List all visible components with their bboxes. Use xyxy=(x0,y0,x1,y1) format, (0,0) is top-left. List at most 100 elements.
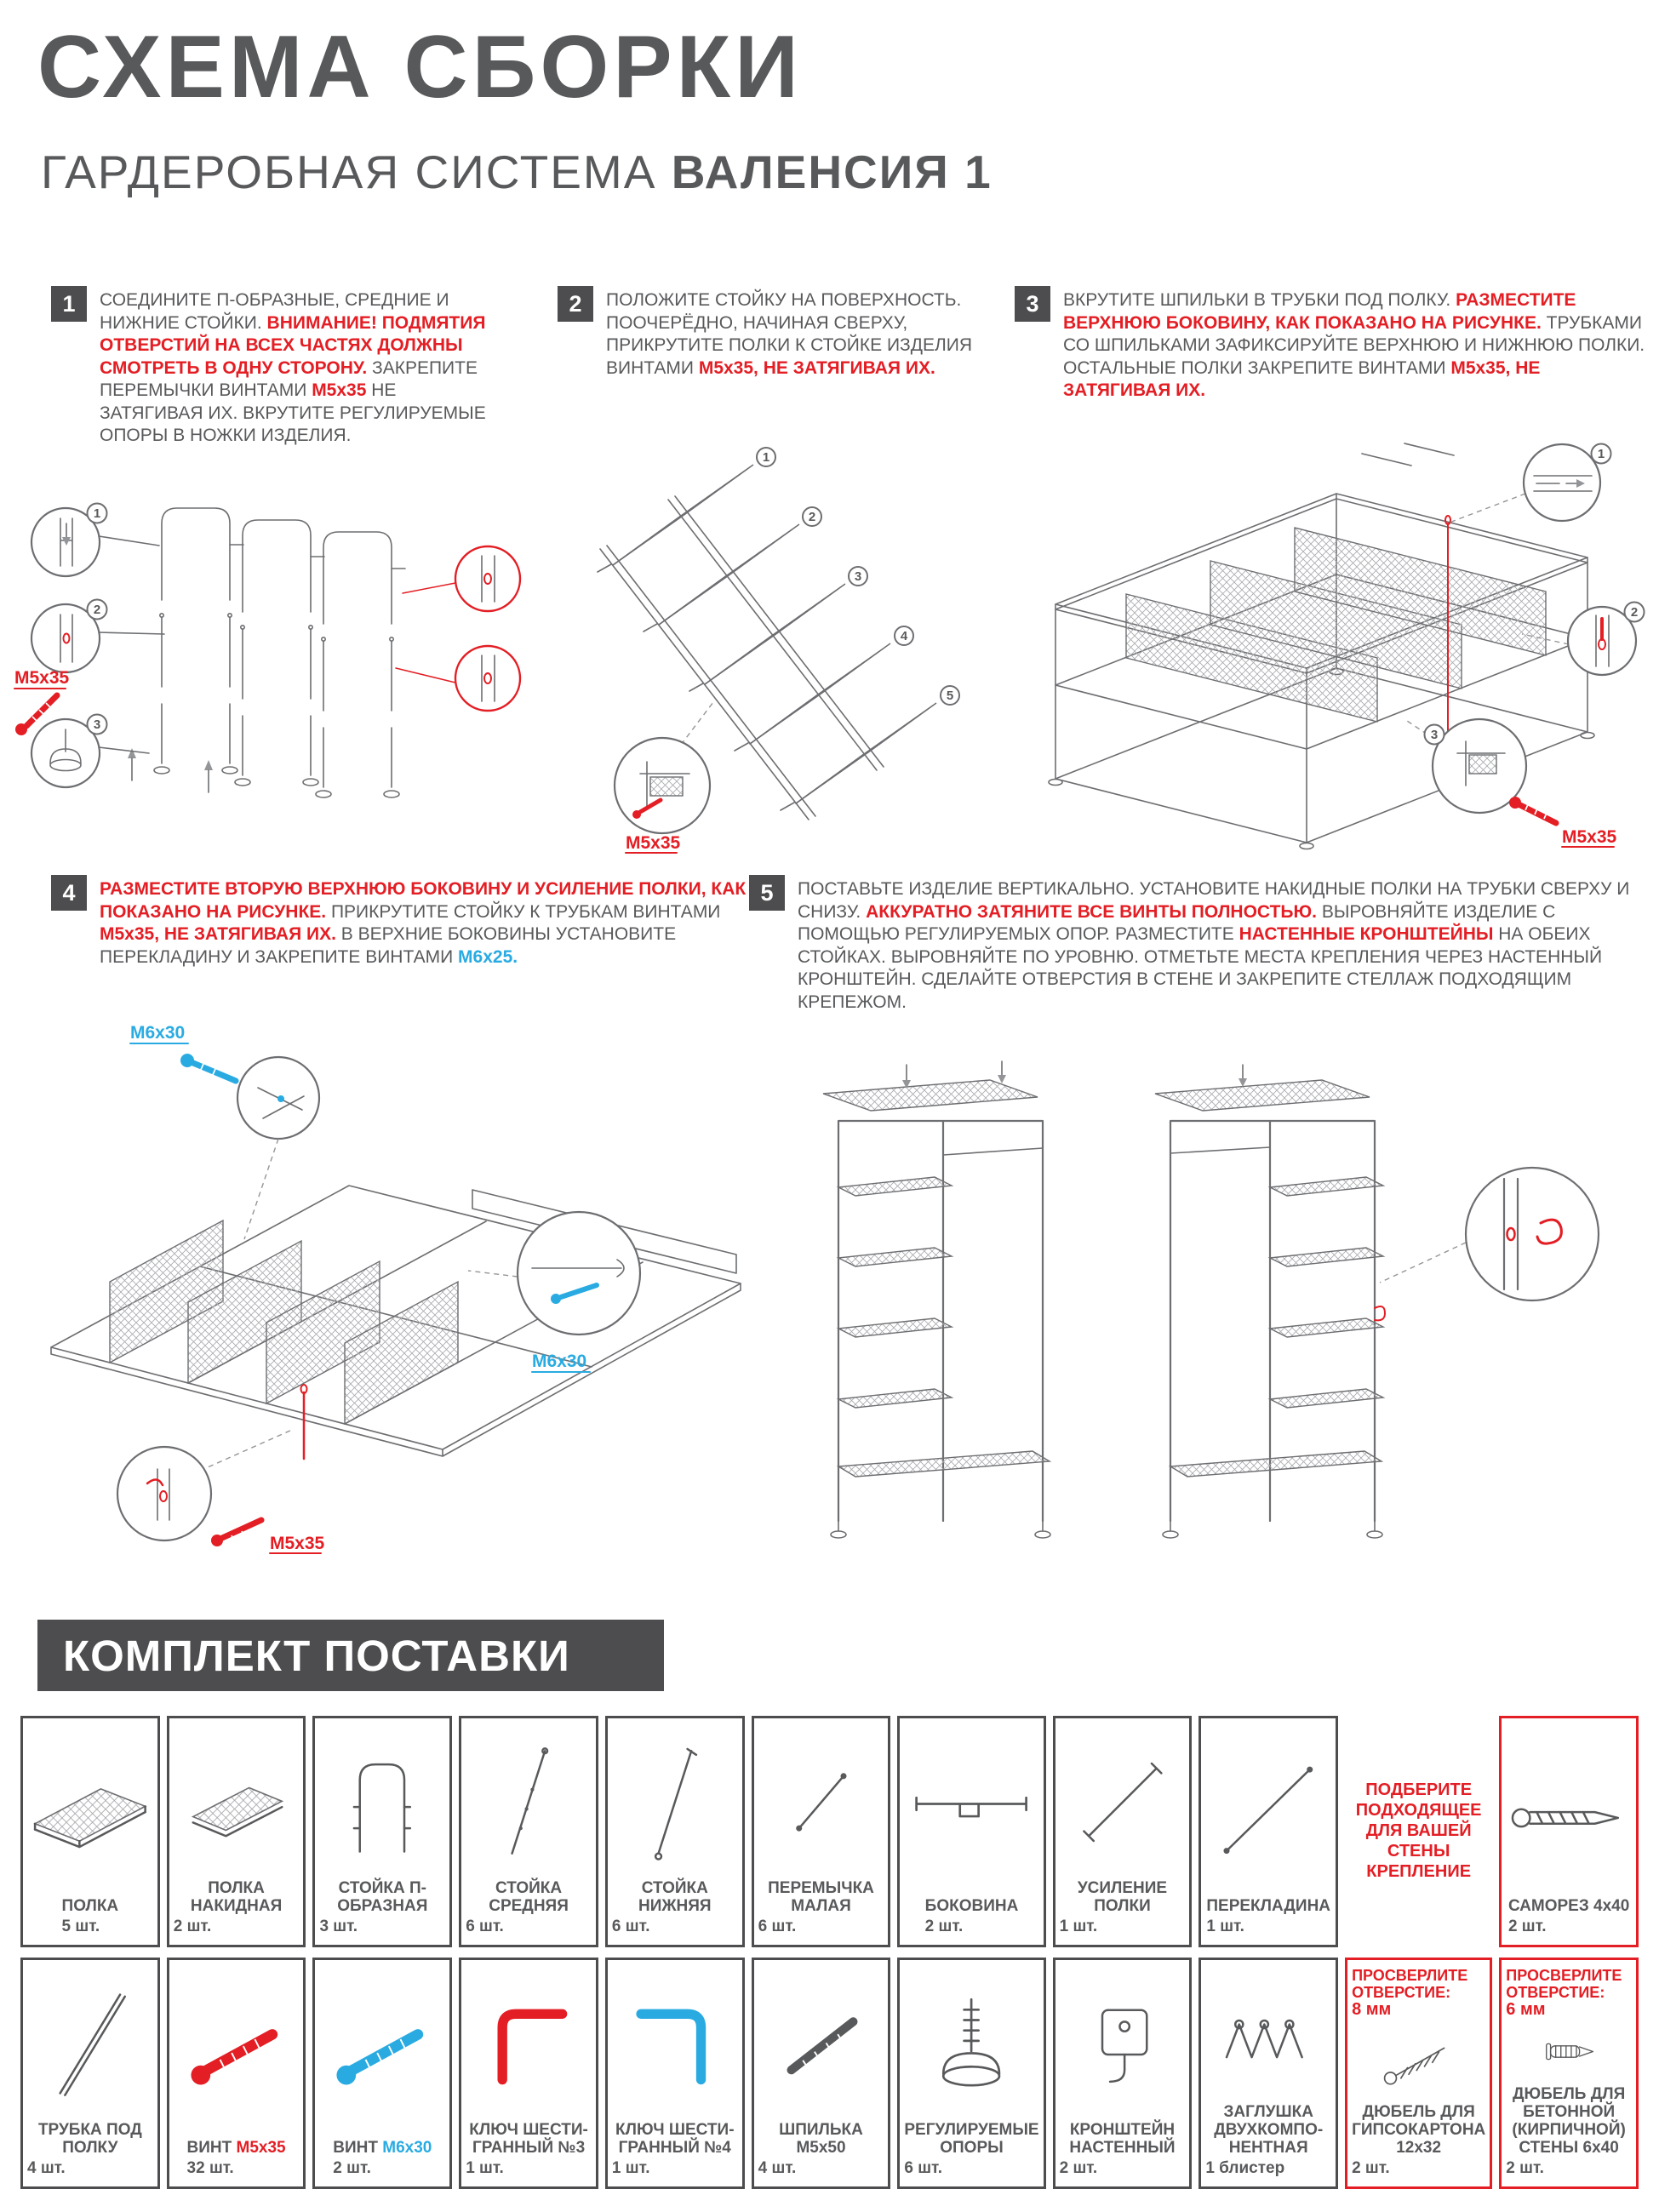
part-qty: 2 шт. xyxy=(173,1918,212,1935)
drill-label: ПРОСВЕРЛИТЕ ОТВЕРСТИЕ: xyxy=(1352,1967,1468,2001)
step-1-text: СОЕДИНИТЕ П-ОБРАЗНЫЕ, СРЕДНИЕ И НИЖНИЕ С… xyxy=(100,290,486,445)
shelf-icon xyxy=(33,1787,147,1849)
part-label: ТРУБКА ПОД ПОЛКУ 4 шт. xyxy=(27,2121,153,2178)
shelf-number: 5 xyxy=(947,689,953,703)
callout-number: 2 xyxy=(1631,605,1638,620)
part-label: ДЮБЕЛЬ ДЛЯ ГИПСОКАРТОНА 12х32 2 шт. xyxy=(1352,2103,1485,2178)
part-label: ПОЛКА 5 шт. xyxy=(62,1897,119,1936)
kit-part-crossrail: ПЕРЕКЛАДИНА 1 шт. xyxy=(1198,1716,1339,1947)
part-qty: 2 шт. xyxy=(333,2159,371,2177)
page-subtitle: ГАРДЕРОБНАЯ СИСТЕМА ВАЛЕНСИЯ 1 xyxy=(41,145,993,199)
shelf-number: 4 xyxy=(901,629,908,643)
part-name: СТОЙКА СРЕДНЯЯ xyxy=(489,1879,569,1915)
screw-label-m5x35: М5х35 xyxy=(626,833,681,853)
screw-label-m6x30: М6х30 xyxy=(130,1023,185,1043)
part-name: ДЮБЕЛЬ ДЛЯ ГИПСОКАРТОНА 12х32 xyxy=(1352,2103,1486,2157)
plug-blister-icon xyxy=(1226,2019,1304,2059)
kit-part-stud: ШПИЛЬКА М5х50 4 шт. xyxy=(751,1958,891,2189)
part-label: КЛЮЧ ШЕСТИ-ГРАННЫЙ №3 1 шт. xyxy=(466,2121,592,2178)
part-name: ПЕРЕКЛАДИНА xyxy=(1206,1897,1331,1915)
part-label: СТОЙКА П-ОБРАЗНАЯ 3 шт. xyxy=(319,1879,445,1936)
part-label: ПЕРЕМЫЧКА МАЛАЯ 6 шт. xyxy=(758,1879,884,1936)
m5x35-screw-red: М5х35 xyxy=(14,668,70,735)
part-name: ВИНТ М5х35 xyxy=(186,2139,286,2157)
callout-3-corner-screw: 3 xyxy=(1404,717,1528,814)
hole-alignment-callouts xyxy=(395,545,522,712)
step2-illustration: 1 2 3 4 5 М5х35 xyxy=(597,447,960,854)
standing-mesh-shelves xyxy=(109,1219,459,1426)
part-name: САМОРЕЗ 4х40 xyxy=(1507,1897,1630,1915)
kit-part-concrete-dowel: ПРОСВЕРЛИТЕ ОТВЕРСТИЕ: 6 мм ДЮБЕЛЬ ДЛЯ Б… xyxy=(1499,1958,1639,2189)
part-qty: 1 шт. xyxy=(1059,1918,1098,1935)
part-qty: 3 шт. xyxy=(319,1918,358,1935)
kit-part-lower-upright: СТОЙКА НИЖНЯЯ 6 шт. xyxy=(604,1716,745,1947)
callout-number: 1 xyxy=(1598,447,1605,461)
part-label: ВИНТ М5х35 32 шт. xyxy=(187,2139,286,2178)
step4-illustration: М6х30 М6х30 xyxy=(50,1023,741,1554)
kit-part-overlay-shelf: ПОЛКА НАКИДНАЯ 2 шт. xyxy=(166,1716,306,1947)
kit-title: КОМПЛЕКТ ПОСТАВКИ xyxy=(63,1631,570,1680)
part-name: ТРУБКА ПОД ПОЛКУ xyxy=(37,2121,142,2157)
callout-2-screw-hole: 2 xyxy=(30,598,165,674)
step-2-number-badge: 2 xyxy=(558,286,593,322)
part-label: ШПИЛЬКА М5х50 4 шт. xyxy=(758,2121,884,2178)
kit-part-middle-upright: СТОЙКА СРЕДНЯЯ 6 шт. xyxy=(459,1716,598,1947)
kit-grid: ПОЛКА 5 шт. ПОЛКА НАКИДНАЯ 2 шт. СТОЙКА … xyxy=(20,1716,1639,2189)
step-3-text: ВКРУТИТЕ ШПИЛЬКИ В ТРУБКИ ПОД ПОЛКУ. РАЗ… xyxy=(1063,290,1645,400)
page-title: СХЕМА СБОРКИ xyxy=(37,18,803,117)
screw-label-m5x35: М5х35 xyxy=(14,668,70,688)
kit-part-hex-key-3: КЛЮЧ ШЕСТИ-ГРАННЫЙ №3 1 шт. xyxy=(459,1958,598,2189)
u-frame-icon xyxy=(353,1763,412,1853)
part-name: РЕГУЛИРУЕМЫЕ ОПОРЫ xyxy=(904,2121,1039,2157)
step-3-number-badge: 3 xyxy=(1015,286,1050,322)
callout-3-foot: 3 xyxy=(30,713,150,789)
kit-part-side-panel: БОКОВИНА 2 шт. xyxy=(897,1716,1046,1947)
shelf-reinforcement-icon xyxy=(1082,1762,1163,1843)
overlay-shelf-icon xyxy=(191,1786,283,1838)
kit-part-adjustable-foot: РЕГУЛИРУЕМЫЕ ОПОРЫ 6 шт. xyxy=(897,1958,1046,2189)
part-name: КЛЮЧ ШЕСТИ-ГРАННЫЙ №4 xyxy=(615,2121,735,2157)
part-label: РЕГУЛИРУЕМЫЕ ОПОРЫ 6 шт. xyxy=(904,2121,1038,2178)
drill-note: ПРОСВЕРЛИТЕ ОТВЕРСТИЕ: 6 мм xyxy=(1506,1967,1632,2018)
shelves-fanned: 1 2 3 4 5 xyxy=(612,447,960,804)
lower-upright-icon xyxy=(654,1747,698,1860)
step-5-number-badge: 5 xyxy=(749,875,785,911)
screw-label-m6x30: М6х30 xyxy=(532,1352,586,1371)
callout-crossrail-screw: М6х30 xyxy=(467,1210,642,1373)
callout-screw-corner xyxy=(613,701,714,835)
kit-part-shelf-reinforcement: УСИЛЕНИЕ ПОЛКИ 1 шт. xyxy=(1052,1716,1193,1947)
kit-part-shelf-tube: ТРУБКА ПОД ПОЛКУ 4 шт. xyxy=(20,1958,160,2189)
small-crossbar-icon xyxy=(795,1773,847,1832)
part-label: ПОЛКА НАКИДНАЯ 2 шт. xyxy=(174,1879,300,1936)
crossrail-icon xyxy=(1223,1766,1313,1855)
kit-part-wood-screw: САМОРЕЗ 4х40 2 шт. xyxy=(1499,1716,1639,1947)
red-bolt-icon xyxy=(191,2029,277,2085)
step-1-header: 1 СОЕДИНИТЕ П-ОБРАЗНЫЕ, СРЕДНИЕ И НИЖНИЕ… xyxy=(51,286,487,448)
part-name: КРОНШТЕЙН НАСТЕННЫЙ xyxy=(1069,2121,1176,2157)
callout-number: 2 xyxy=(94,603,100,617)
callout-number: 3 xyxy=(1431,728,1438,742)
m5x35-screw-red: М5х35 xyxy=(625,833,681,854)
part-name: ШПИЛЬКА М5х50 xyxy=(779,2121,863,2157)
rack-right-drawing xyxy=(1154,1064,1387,1539)
step-5-text: ПОСТАВЬТЕ ИЗДЕЛИЕ ВЕРТИКАЛЬНО. УСТАНОВИТ… xyxy=(798,879,1630,1012)
callout-2-red-stud: 2 xyxy=(1521,601,1645,677)
drill-size: 8 мм xyxy=(1352,2000,1392,2019)
drill-size: 6 мм xyxy=(1506,2000,1546,2019)
drill-note: ПРОСВЕРЛИТЕ ОТВЕРСТИЕ: 8 мм xyxy=(1352,1967,1485,2018)
kit-part-plug-blister: ЗАГЛУШКА ДВУХКОМПО-НЕНТНАЯ 1 блистер xyxy=(1198,1958,1339,2189)
part-name: УСИЛЕНИЕ ПОЛКИ xyxy=(1077,1879,1168,1915)
shelf-tube-icon xyxy=(59,1993,127,2096)
screw-label-m5x35: М5х35 xyxy=(1562,827,1617,847)
kit-part-drywall-dowel: ПРОСВЕРЛИТЕ ОТВЕРСТИЕ: 8 мм ДЮБЕЛЬ ДЛЯ Г… xyxy=(1345,1958,1493,2189)
step-4-header: 4 РАЗМЕСТИТЕ ВТОРУЮ ВЕРХНЮЮ БОКОВИНУ И У… xyxy=(51,875,751,969)
screw-label-m5x35: М5х35 xyxy=(270,1534,325,1553)
kit-title-banner: КОМПЛЕКТ ПОСТАВКИ xyxy=(37,1620,664,1691)
kit-part-wall-bracket: КРОНШТЕЙН НАСТЕННЫЙ 2 шт. xyxy=(1052,1958,1193,2189)
part-qty: 6 шт. xyxy=(466,1918,504,1935)
concrete-dowel-icon xyxy=(1546,2043,1594,2061)
kit-part-bolt-m5x35: ВИНТ М5х35 32 шт. xyxy=(166,1958,306,2189)
part-qty: 2 шт. xyxy=(924,1918,964,1935)
part-qty: 4 шт. xyxy=(758,2159,797,2177)
shelf-number: 3 xyxy=(855,569,861,584)
